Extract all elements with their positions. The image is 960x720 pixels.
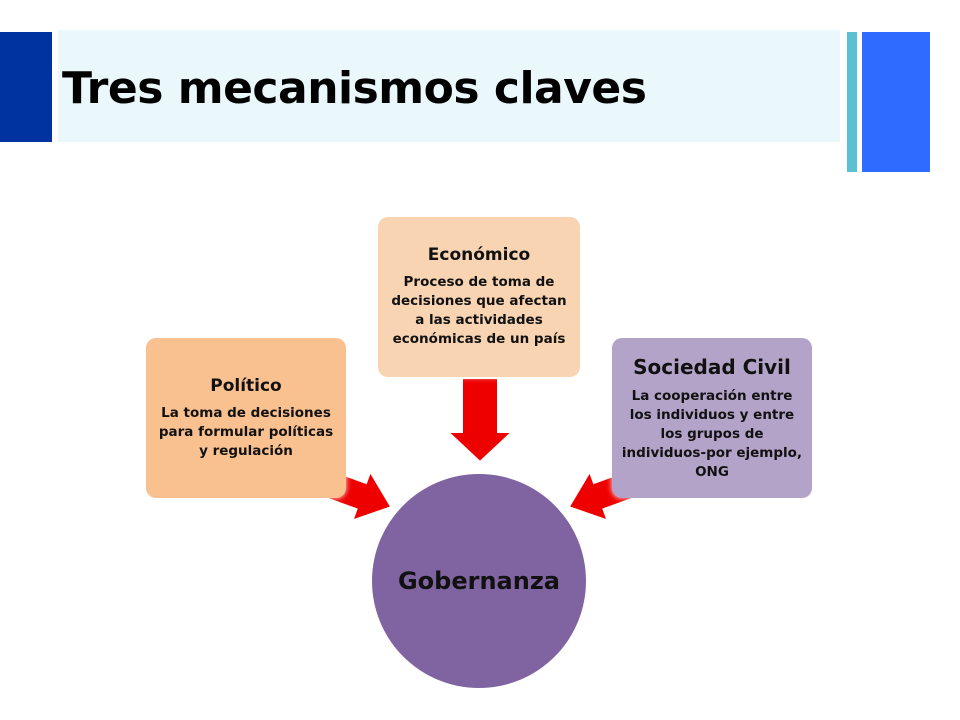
right-accent-thin-bar: [847, 32, 857, 172]
node-economico-description: Proceso de toma de decisiones que afecta…: [391, 274, 567, 347]
title-background: [58, 30, 840, 142]
node-sociedad-civil-title: Sociedad Civil: [633, 354, 791, 379]
node-sociedad-civil-description: La cooperación entre los individuos y en…: [621, 387, 803, 480]
arrow-economico: [445, 377, 515, 464]
center-node-label: Gobernanza: [397, 567, 560, 595]
right-accent-bar: [862, 32, 930, 172]
node-economico-title: Económico: [427, 245, 531, 265]
slide-title: Tres mecanismos claves: [62, 63, 647, 114]
node-economico: Económico Proceso de toma de decisiones …: [378, 217, 580, 377]
left-accent-bar: [0, 32, 52, 142]
node-politico: Político La toma de decisiones para form…: [146, 338, 346, 498]
node-sociedad-civil: Sociedad Civil La cooperación entre los …: [612, 338, 812, 498]
node-politico-title: Político: [210, 375, 282, 396]
left-accent-mark: [44, 32, 52, 54]
node-politico-description: La toma de decisiones para formular polí…: [158, 404, 334, 459]
center-node-gobernanza: Gobernanza: [372, 474, 586, 688]
